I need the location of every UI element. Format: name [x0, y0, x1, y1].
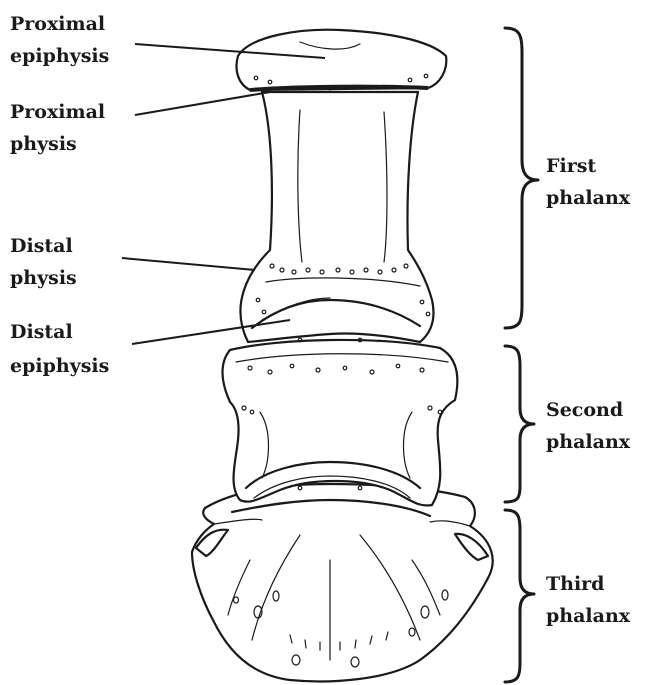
brace-third-phalanx — [505, 510, 534, 682]
label-proximal-epiphysis: Proximal epiphysis — [10, 13, 112, 67]
leader-proximal-physis — [135, 92, 270, 115]
label-proximal-physis: Proximal physis — [10, 101, 112, 155]
label-third-phalanx: Third phalanx — [546, 573, 631, 627]
label-first-phalanx: First phalanx — [546, 155, 631, 209]
label-distal-physis: Distal physis — [10, 235, 79, 289]
leader-distal-physis — [122, 258, 255, 270]
label-distal-epiphysis: Distal epiphysis — [10, 321, 109, 377]
first-phalanx-bone — [237, 30, 447, 342]
label-second-phalanx: Second phalanx — [546, 399, 631, 453]
brace-first-phalanx — [505, 28, 538, 328]
second-phalanx-bone — [223, 340, 458, 506]
third-phalanx-bone — [192, 484, 493, 681]
brace-second-phalanx — [505, 346, 534, 502]
